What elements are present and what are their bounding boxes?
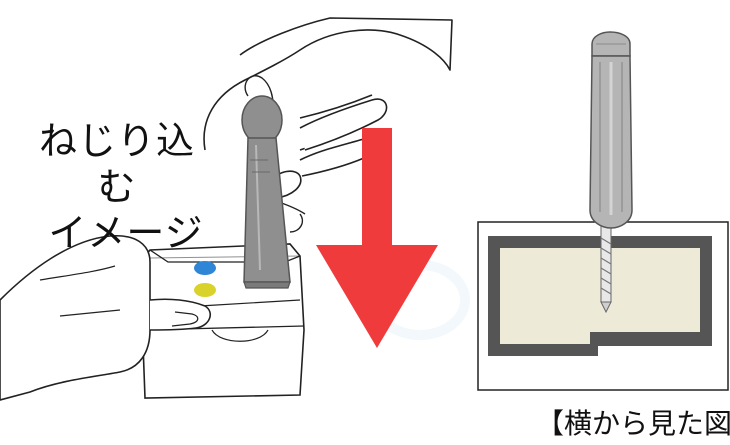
twist-caption-line2: イメージ <box>22 210 212 256</box>
yellow-dot <box>194 283 216 297</box>
blue-dot <box>194 261 216 275</box>
side-view-caption: 【横から見た図】 <box>536 402 730 442</box>
screwdriver-handle-icon <box>590 32 632 228</box>
drill-bit-icon <box>601 224 611 312</box>
lower-hand <box>0 236 150 400</box>
twist-caption: ねじり込む イメージ <box>22 118 212 256</box>
side-view-illustration <box>478 32 728 390</box>
twist-caption-line1: ねじり込む <box>22 118 212 210</box>
